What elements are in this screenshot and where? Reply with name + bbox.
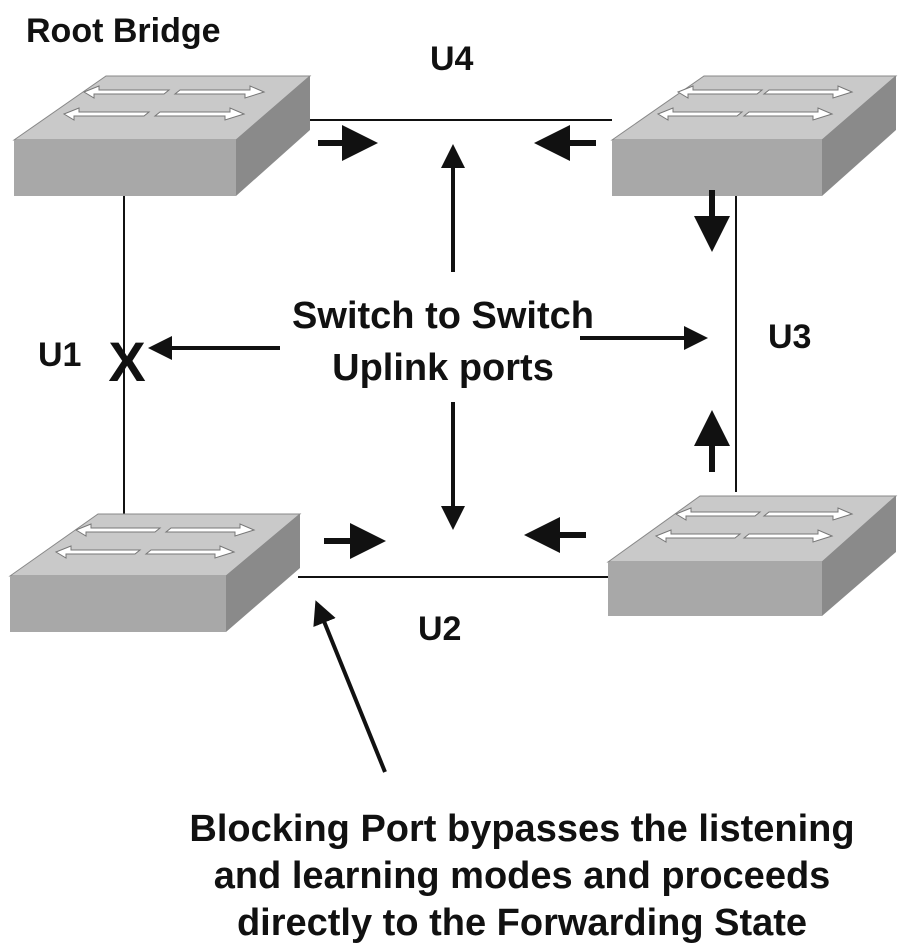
switch-bottom-right [606, 495, 898, 616]
link-label-u2: U2 [418, 610, 462, 648]
link-label-u1: U1 [38, 336, 82, 374]
note-arrow-icon [313, 600, 387, 773]
switch-side [822, 496, 896, 616]
uplink-ports-label-line2: Uplink ports [332, 347, 554, 389]
switch-front [10, 576, 226, 632]
switch-side [236, 76, 310, 196]
blocking-port-note: Blocking Port bypasses the listening and… [130, 806, 914, 947]
uplink-ports-label-line1: Switch to Switch [292, 295, 594, 337]
switch-side [226, 514, 300, 632]
note-line1: Blocking Port bypasses the listening [189, 808, 855, 850]
switch-bottom-left [8, 513, 302, 632]
note-line3: directly to the Forwarding State [236, 902, 808, 944]
switch-arrows-icon [54, 523, 256, 559]
blocked-port-marker: X [108, 330, 145, 393]
switch-arrows-icon [656, 85, 854, 121]
note-line2: and learning modes and proceeds [213, 855, 831, 897]
link-label-u4: U4 [430, 40, 474, 78]
switch-root-bridge [12, 75, 312, 196]
switch-front [14, 140, 236, 196]
uplink-ports-label: Switch to Switch Uplink ports [258, 290, 628, 394]
switch-front [608, 562, 822, 616]
switch-front [612, 140, 822, 196]
switch-side [822, 76, 896, 196]
switch-top-right [610, 75, 898, 196]
switch-arrows-icon [62, 85, 266, 121]
link-label-u3: U3 [768, 318, 812, 356]
root-bridge-label: Root Bridge [26, 12, 221, 50]
switch-arrows-icon [654, 507, 854, 543]
